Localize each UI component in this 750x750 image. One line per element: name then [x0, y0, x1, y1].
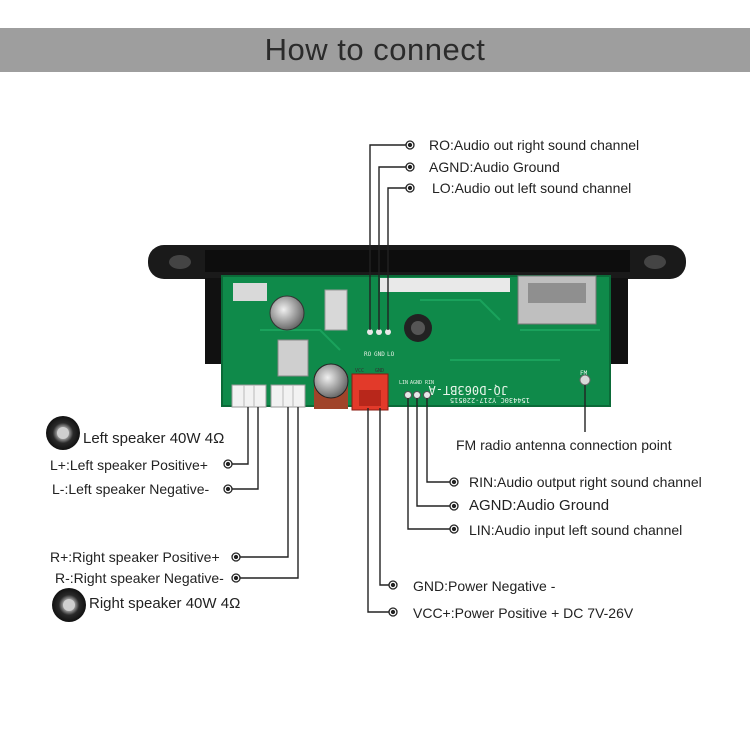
leader-lines: [232, 144, 586, 613]
board-model: JQ-D063BT-A: [428, 383, 508, 397]
label-right-speaker: Right speaker 40W 4Ω: [89, 595, 241, 612]
label-fm: FM radio antenna connection point: [456, 437, 672, 453]
label-ro: RO:Audio out right sound channel: [429, 137, 640, 153]
label-lin: LIN:Audio input left sound channel: [469, 522, 683, 538]
label-agnd-bottom: AGND:Audio Ground: [469, 497, 610, 514]
pcb-board: RO GND LO JQ-D063BT-A 154430C_Y217-22051…: [221, 275, 611, 407]
speaker-connectors: [231, 384, 306, 408]
silk-agnd: AGND: [410, 380, 422, 386]
silk-power-gnd: GND: [375, 368, 384, 374]
front-panel: [148, 245, 686, 364]
silk-rin: RIN: [425, 380, 434, 386]
main-capacitor: [313, 363, 349, 409]
label-r-plus: R+:Right speaker Positive+: [50, 549, 220, 565]
silk-fm: FM: [580, 370, 588, 377]
label-r-minus: R-:Right speaker Negative-: [55, 570, 224, 586]
fm-antenna-pad: [579, 374, 591, 386]
label-gnd: GND:Power Negative -: [413, 578, 556, 594]
terminal-markers: [223, 140, 459, 617]
capacitor-top: [269, 295, 305, 331]
power-connector: VCC GND: [351, 368, 389, 411]
silk-ro: RO: [364, 351, 372, 358]
silk-gnd: GND: [374, 351, 385, 358]
label-lo: LO:Audio out left sound channel: [432, 180, 632, 196]
header-bar: How to connect: [0, 28, 750, 72]
page-title: How to connect: [264, 32, 486, 67]
label-l-minus: L-:Left speaker Negative-: [52, 481, 210, 497]
label-agnd-top: AGND:Audio Ground: [429, 159, 560, 175]
silk-lin: LIN: [399, 380, 408, 386]
board-code: 154430C_Y217-220515: [450, 396, 530, 404]
right-speaker-icon: [52, 588, 86, 622]
label-rin: RIN:Audio output right sound channel: [469, 474, 702, 490]
label-vcc: VCC+:Power Positive + DC 7V-26V: [413, 605, 634, 621]
silk-lo: LO: [387, 351, 395, 358]
label-l-plus: L+:Left speaker Positive+: [50, 457, 208, 473]
label-left-speaker: Left speaker 40W 4Ω: [83, 430, 225, 447]
silk-vcc: VCC: [355, 368, 364, 374]
left-speaker-icon: [46, 416, 80, 450]
